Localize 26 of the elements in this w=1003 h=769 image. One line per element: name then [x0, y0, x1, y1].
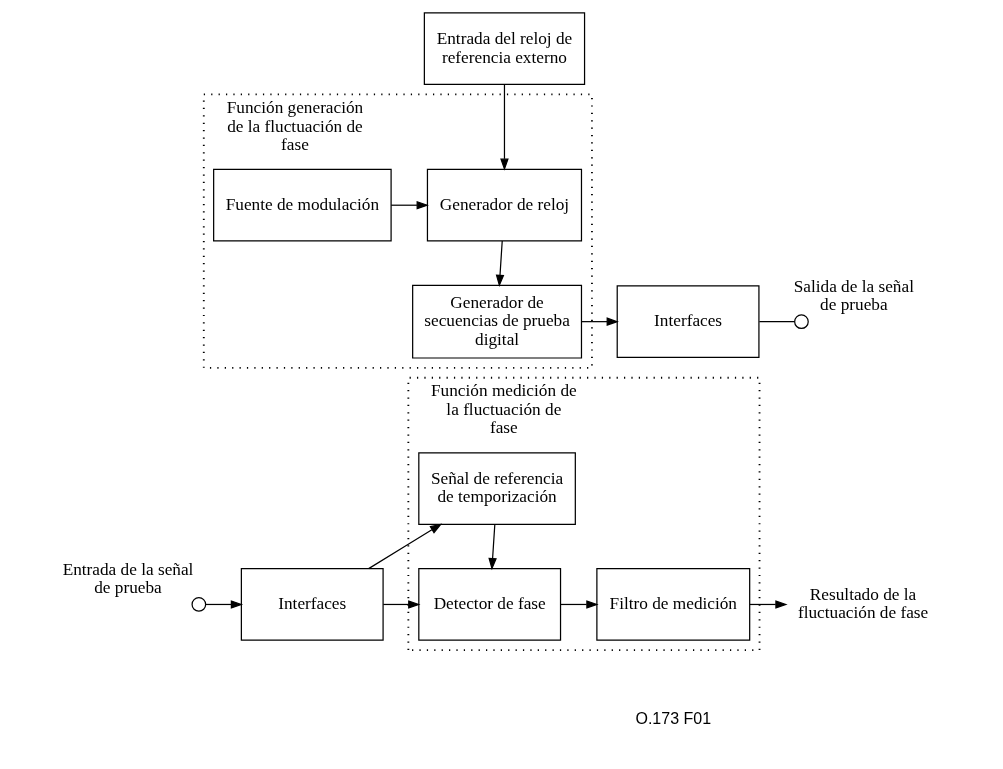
node-box: Detector de fase [417, 568, 561, 641]
arrow [580, 317, 619, 326]
arrow [204, 600, 243, 609]
arrow [487, 523, 497, 571]
node-box: Interfaces [616, 285, 760, 358]
node-label: Entrada de la señal de prueba [62, 559, 193, 597]
arrow [499, 83, 509, 171]
connector [758, 321, 795, 323]
node-text: Resultado de la fluctuación de fase [797, 584, 928, 623]
node-circle [190, 597, 206, 612]
node-box: Filtro de medición [595, 568, 750, 641]
arrow [382, 600, 420, 609]
arrow [390, 200, 429, 210]
arrow [748, 600, 788, 609]
node-label: Salida de la señal de prueba [793, 276, 914, 315]
node-box: Interfaces [240, 568, 384, 641]
arrow [367, 523, 442, 570]
node-circle [793, 314, 809, 330]
arrow [559, 600, 599, 609]
node-box: Señal de referencia de temporización [417, 452, 576, 525]
node-box: Generador de reloj [426, 168, 582, 242]
label: O.173 F01 [634, 710, 711, 728]
arrow [495, 240, 504, 288]
node-box: Generador de secuencias de prueba digital [411, 284, 582, 359]
node-box: Fuente de modulación [212, 168, 392, 242]
node-box: Entrada del reloj de referencia externo [423, 12, 585, 86]
